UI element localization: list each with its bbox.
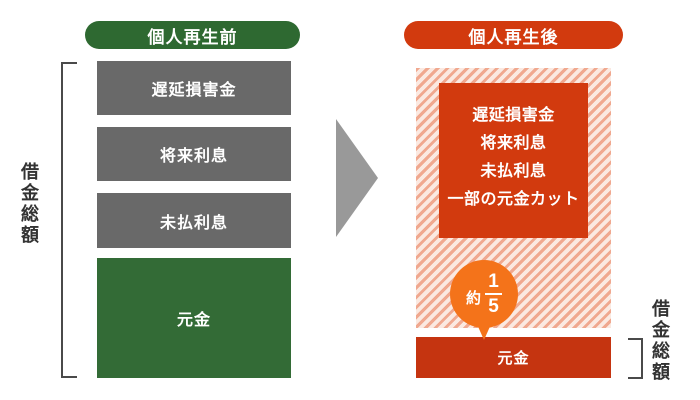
cut-item-future-interest: 将来利息 bbox=[480, 134, 547, 152]
before-total-debt-label: 借金総額 bbox=[19, 162, 39, 246]
cut-item-partial-principal: 一部の元金カット bbox=[447, 190, 580, 208]
arrow-right-icon bbox=[336, 119, 378, 237]
badge-fraction-numerator: 1 bbox=[488, 271, 499, 292]
before-header-pill: 個人再生前 bbox=[85, 21, 300, 49]
badge-pointer-icon bbox=[476, 322, 492, 340]
after-total-debt-label: 借金総額 bbox=[650, 299, 670, 383]
after-principal-bar: 元金 bbox=[416, 337, 611, 378]
before-item-late-damages: 遅延損害金 bbox=[97, 61, 291, 115]
before-item-future-interest: 将来利息 bbox=[97, 127, 291, 181]
before-item-unpaid-interest: 未払利息 bbox=[97, 193, 291, 248]
before-principal-box: 元金 bbox=[97, 258, 291, 378]
after-header-pill: 個人再生後 bbox=[404, 21, 623, 49]
badge-fraction-bar bbox=[485, 293, 502, 295]
badge-fraction: 1 5 bbox=[485, 272, 502, 316]
after-cut-items-box: 遅延損害金 将来利息 未払利息 一部の元金カット bbox=[439, 83, 588, 238]
badge-fraction-denominator: 5 bbox=[488, 296, 499, 317]
one-fifth-badge: 約 1 5 bbox=[450, 260, 518, 328]
cut-item-unpaid-interest: 未払利息 bbox=[480, 162, 547, 180]
badge-approx-label: 約 bbox=[465, 289, 481, 307]
right-bracket bbox=[628, 338, 643, 379]
cut-item-late-damages: 遅延損害金 bbox=[472, 106, 555, 124]
left-bracket bbox=[61, 62, 77, 378]
